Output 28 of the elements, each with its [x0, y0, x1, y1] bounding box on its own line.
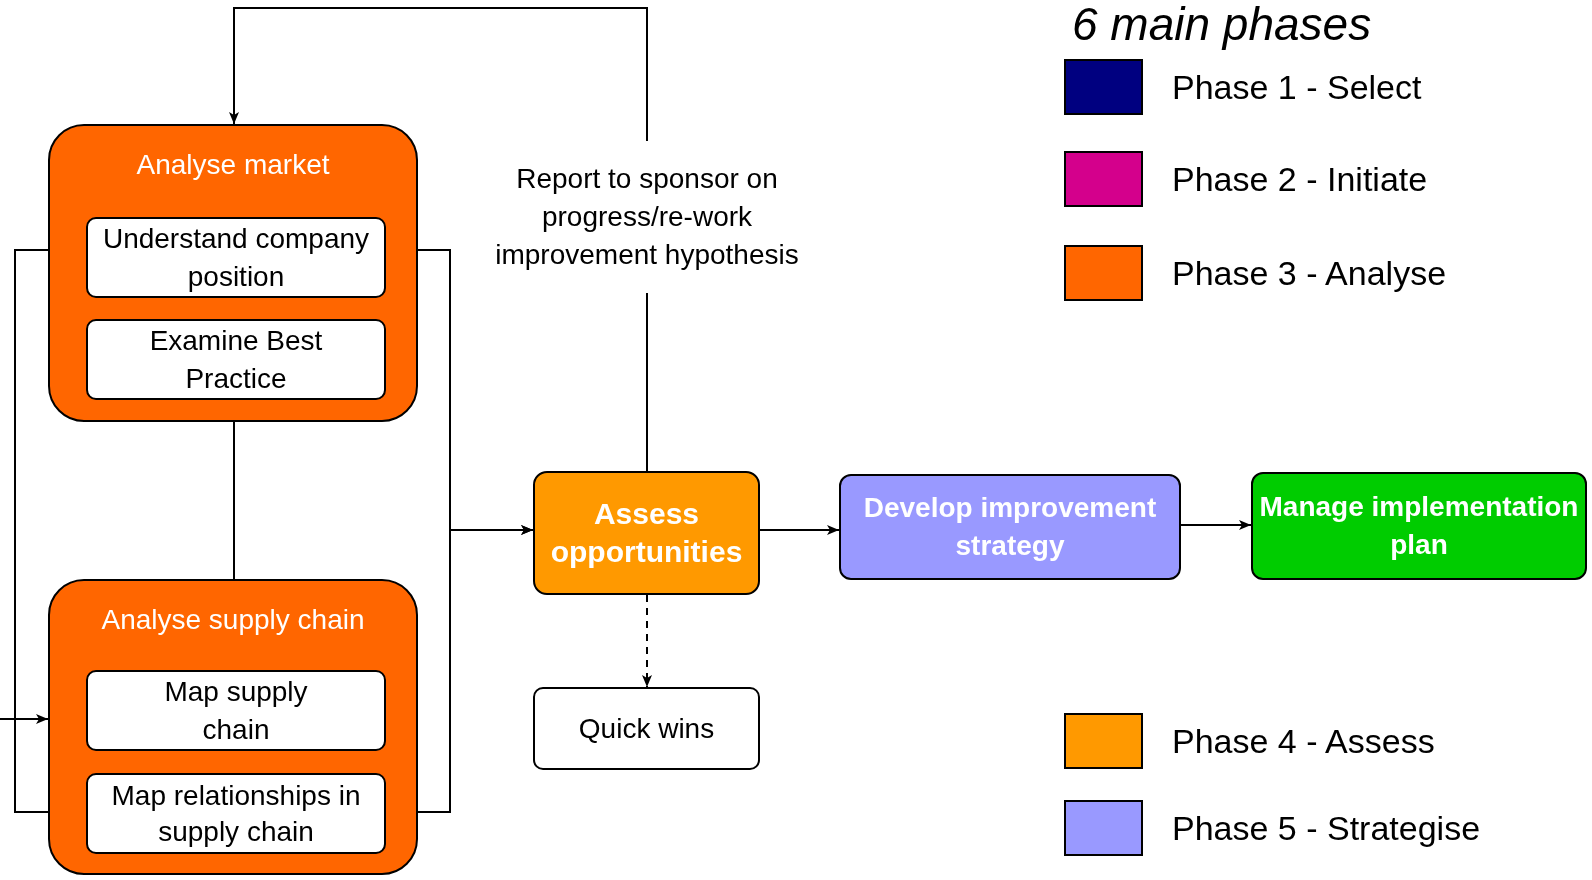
group-box — [48, 579, 418, 875]
arrow — [0, 714, 49, 724]
legend-label: Phase 3 - Analyse — [1172, 252, 1447, 294]
task-box: Examine Best Practice — [86, 319, 386, 400]
group-heading: Analyse market — [136, 148, 330, 182]
task-box: Map relationships in supply chain — [86, 773, 386, 854]
process-box: Assess opportunities — [533, 471, 760, 595]
connector-line — [646, 292, 648, 472]
legend-label: Phase 1 - Select — [1172, 66, 1422, 108]
arrow — [1180, 520, 1252, 530]
arrow — [642, 594, 652, 688]
process-box: Develop improvement strategy — [839, 474, 1181, 580]
process-box: Manage implementation plan — [1251, 472, 1587, 580]
group-heading: Analyse supply chain — [101, 603, 365, 637]
legend-label: Phase 5 - Strategise — [1172, 807, 1481, 849]
title: 6 main phases — [1072, 0, 1372, 50]
legend-label: Phase 2 - Initiate — [1172, 158, 1428, 200]
arrow — [759, 525, 840, 535]
task-box: Understand company position — [86, 217, 386, 298]
legend-label: Phase 4 - Assess — [1172, 720, 1435, 762]
arrow — [229, 7, 648, 142]
outcome-box: Quick wins — [533, 687, 760, 770]
connector-line — [14, 249, 49, 813]
connector-line — [233, 421, 235, 580]
arrow — [417, 525, 534, 813]
task-box: Map supply chain — [86, 670, 386, 751]
note-text: Report to sponsor on progress/re-work improvement hypothesis — [477, 141, 817, 293]
group-box — [48, 124, 418, 422]
